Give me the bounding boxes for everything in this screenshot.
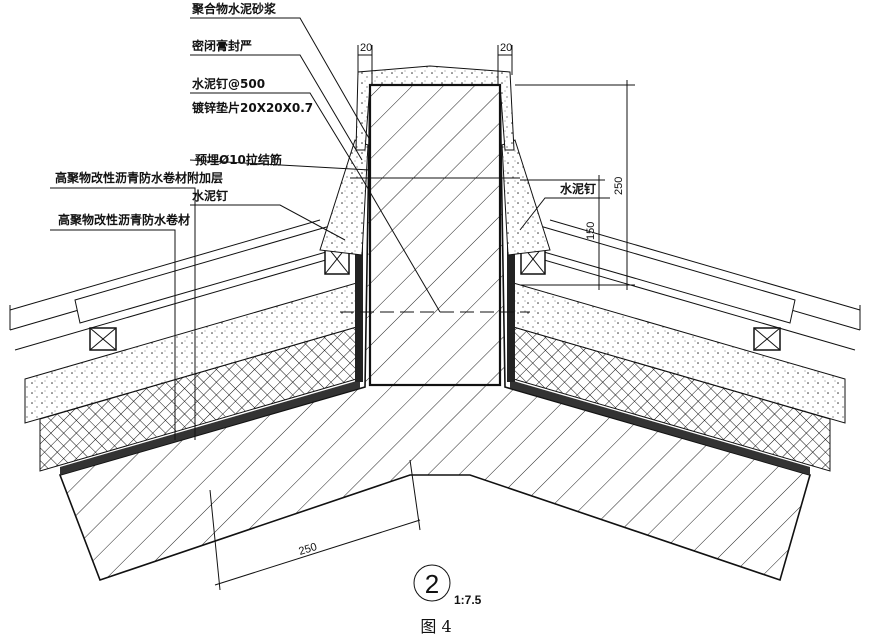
dim-cap-right: 20	[500, 42, 512, 54]
concrete-structure	[58, 84, 811, 582]
label-polymer-mortar: 聚合物水泥砂浆	[191, 1, 277, 16]
detail-scale: 1:7.5	[454, 593, 482, 607]
label-nail-spacing: 水泥钉@500	[192, 76, 265, 91]
dimension-lines	[209, 45, 635, 591]
leader-lines	[50, 17, 610, 440]
dim-height-lower: 150	[585, 222, 597, 240]
label-washer: 镀锌垫片20X20X0.7	[192, 100, 313, 115]
label-tie-bar: 预埋Ø10拉结筋	[195, 152, 282, 167]
label-sealant: 密闭膏封严	[192, 38, 252, 53]
dim-cap-left: 20	[360, 42, 372, 54]
label-membrane-extra: 高聚物改性沥青防水卷材附加层	[55, 170, 223, 185]
detail-number: 2	[425, 569, 439, 599]
label-nail-left: 水泥钉	[192, 188, 228, 203]
label-nail-right: 水泥钉	[560, 181, 596, 196]
label-membrane: 高聚物改性沥青防水卷材	[58, 212, 190, 227]
figure-caption: 图 4	[420, 617, 451, 636]
dim-height-total: 250	[613, 177, 625, 195]
detail-callout: 2 1:7.5	[413, 564, 482, 607]
dim-slab-thickness: 250	[297, 541, 318, 558]
